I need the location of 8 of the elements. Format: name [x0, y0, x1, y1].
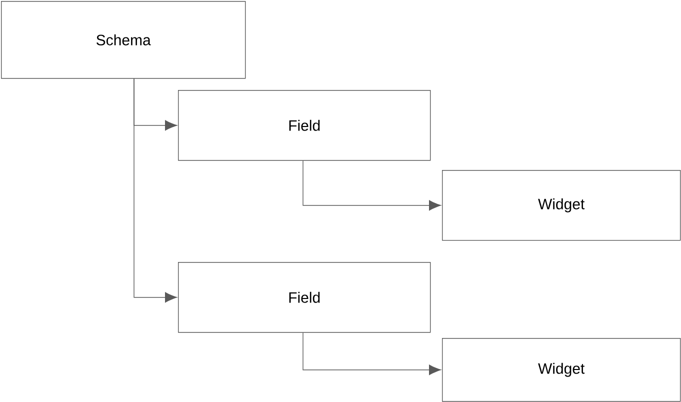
arrow [302, 332, 442, 376]
box: Widget [442, 338, 681, 402]
arrow [134, 78, 178, 303]
arrow [302, 160, 442, 211]
box: Field [178, 90, 431, 161]
box: Schema [1, 1, 246, 79]
box: Field [178, 262, 431, 333]
box: Widget [442, 170, 681, 241]
